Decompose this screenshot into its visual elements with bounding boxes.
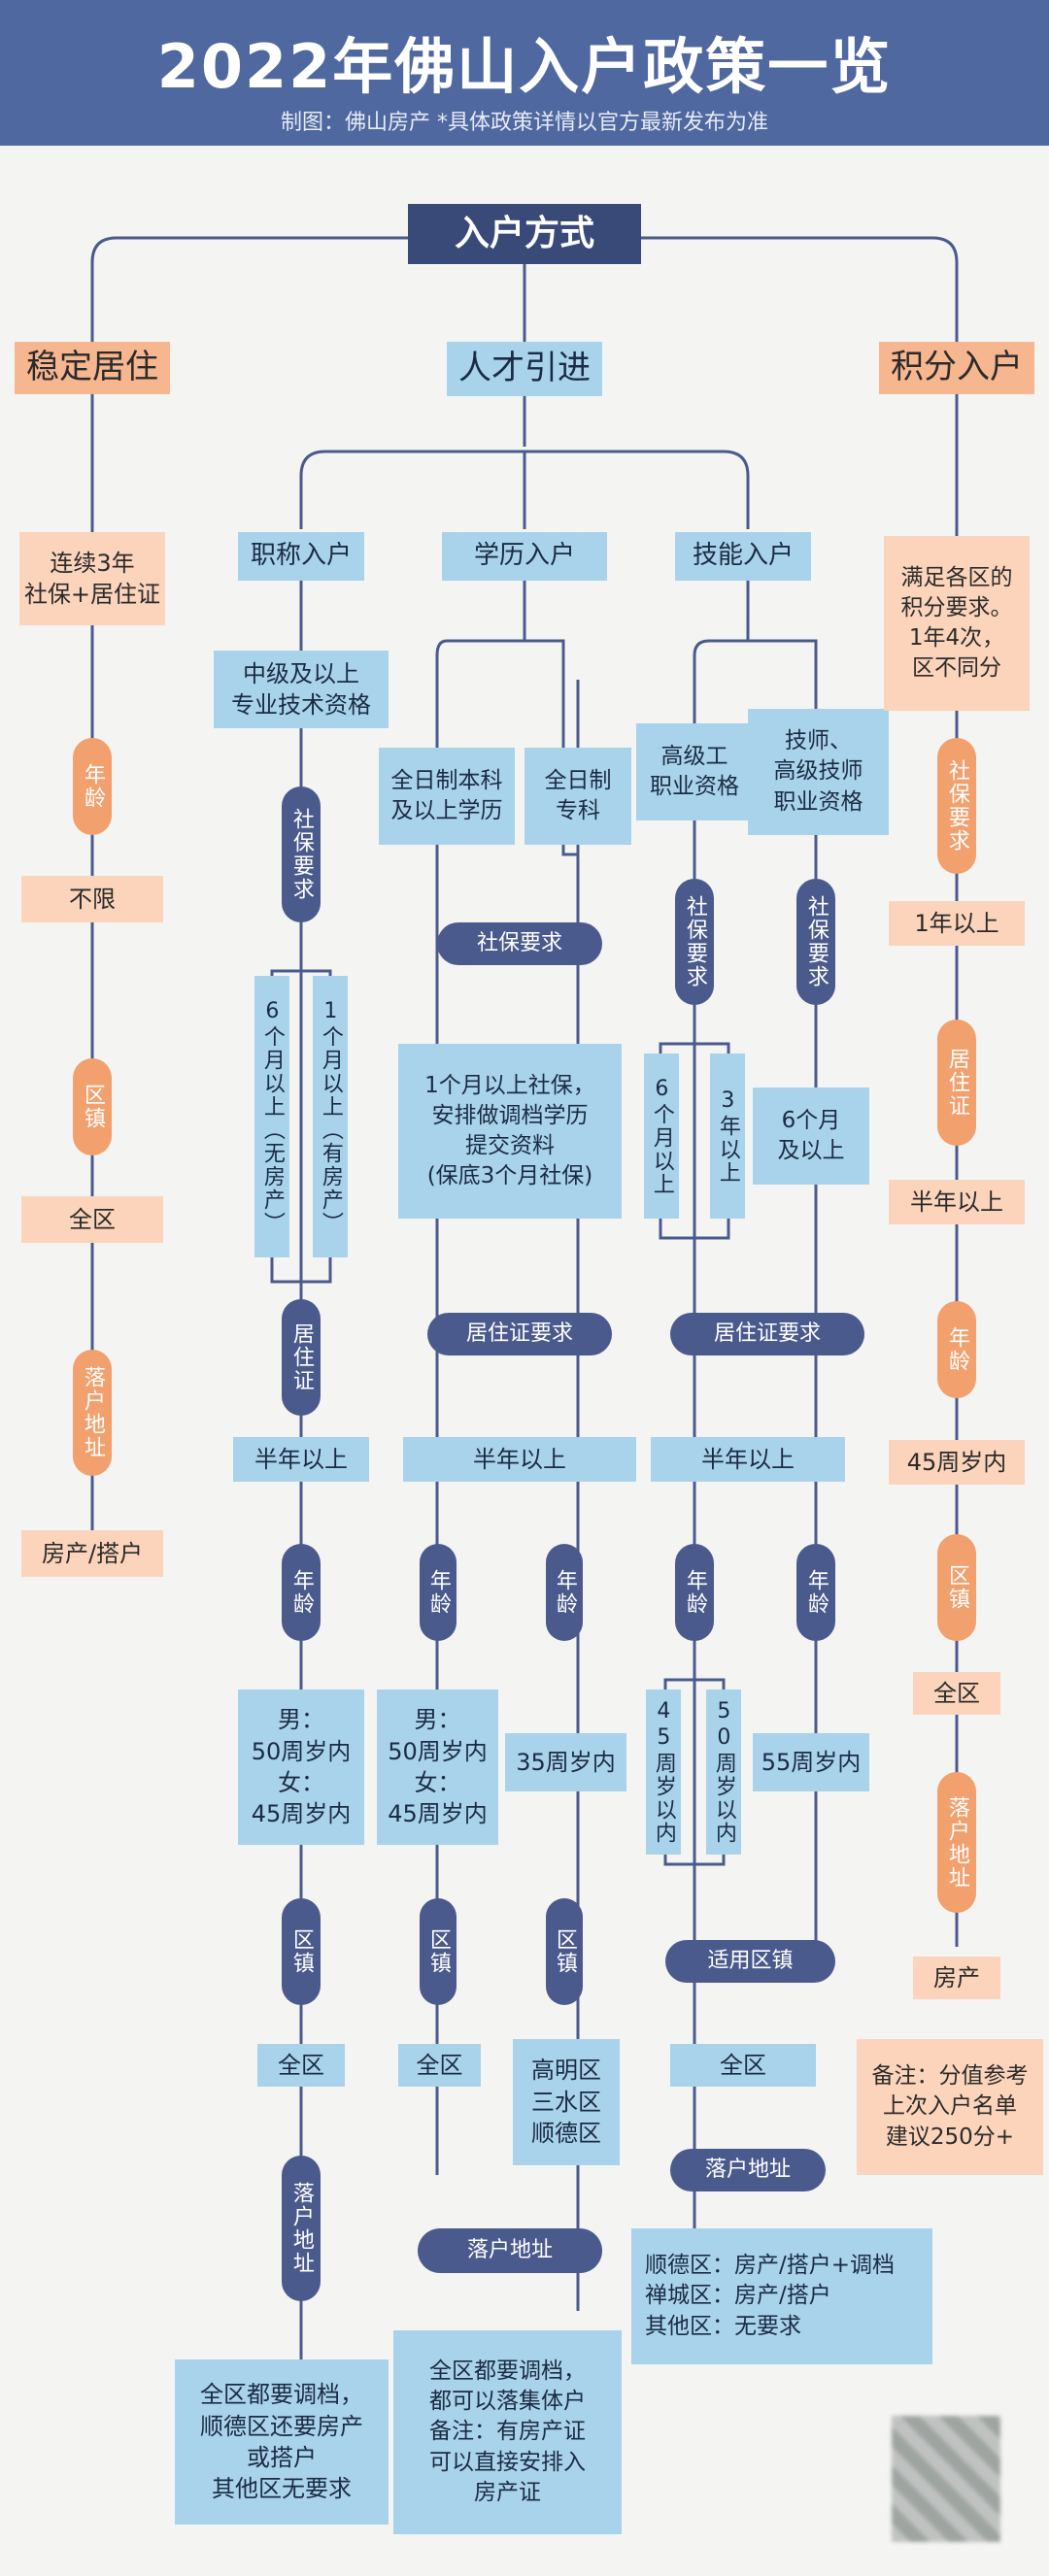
title-social-label: 社保要求 — [282, 786, 321, 922]
edu-qualification-b: 全日制 专科 — [524, 748, 631, 845]
skill-qualification-b: 技师、 高级技师 职业资格 — [748, 709, 889, 835]
skill-residence-label: 居住证要求 — [670, 1313, 864, 1355]
points-age: 45周岁内 — [889, 1440, 1025, 1485]
skill-district-label: 适用区镇 — [665, 1940, 835, 1983]
edu-address-label: 落户地址 — [418, 2228, 602, 2273]
edu-age-a: 男： 50周岁内 女： 45周岁内 — [377, 1689, 498, 1845]
skill-age-label-a: 年龄 — [675, 1544, 714, 1641]
edu-district-b: 高明区 三水区 顺德区 — [513, 2039, 620, 2165]
skill-qualification-a: 高级工 职业资格 — [636, 723, 753, 820]
points-note: 备注：分值参考 上次入户名单 建议250分+ — [857, 2039, 1043, 2175]
title-district: 全区 — [257, 2044, 345, 2087]
stable-address: 房产/搭户 — [21, 1530, 163, 1577]
title-age-label: 年龄 — [282, 1544, 321, 1641]
points-residence: 半年以上 — [889, 1180, 1025, 1224]
page-subtitle: 制图：佛山房产 *具体政策详情以官方最新发布为准 — [281, 111, 768, 135]
edu-district-label-a: 区镇 — [420, 1898, 457, 2005]
stable-age-label: 年龄 — [73, 738, 112, 835]
skill-district: 全区 — [670, 2044, 816, 2087]
stable-address-label: 落户地址 — [73, 1350, 112, 1476]
skill-residence: 半年以上 — [651, 1437, 845, 1482]
skill-social-b: 6个月 及以上 — [753, 1087, 869, 1185]
title-social-b: 1个月以上（有房产） — [313, 976, 348, 1257]
stable-requirement: 连续3年 社保+居住证 — [19, 532, 165, 625]
root-node: 入户方式 — [408, 204, 641, 264]
stable-age: 不限 — [21, 876, 163, 922]
title-age: 男： 50周岁内 女： 45周岁内 — [238, 1689, 364, 1845]
edu-qualification-a: 全日制本科 及以上学历 — [379, 748, 515, 845]
points-address: 房产 — [913, 1957, 1000, 1999]
category-points: 积分入户 — [879, 342, 1034, 394]
branch-education: 学历入户 — [442, 532, 607, 581]
points-age-label: 年龄 — [937, 1301, 976, 1398]
stable-district-label: 区镇 — [73, 1058, 112, 1155]
skill-social-a2: 3年以上 — [710, 1054, 745, 1219]
points-district-label: 区镇 — [937, 1534, 976, 1641]
points-address-label: 落户地址 — [937, 1772, 976, 1913]
title-social-a: 6个月以上（无房产） — [254, 976, 289, 1257]
skill-age-a2: 50周岁以内 — [706, 1689, 741, 1855]
title-district-label: 区镇 — [282, 1898, 321, 2005]
skill-age-b: 55周岁内 — [753, 1733, 869, 1791]
blurred-qr-code — [892, 2416, 1000, 2542]
title-residence-label: 居住证 — [282, 1299, 321, 1416]
edu-age-label-a: 年龄 — [420, 1544, 457, 1641]
page-title: 2022年佛山入户政策一览 — [156, 31, 893, 102]
points-requirement: 满足各区的 积分要求。 1年4次， 区不同分 — [884, 536, 1030, 711]
skill-social-a1: 6个月以上 — [644, 1054, 679, 1219]
edu-district-label-b: 区镇 — [546, 1898, 583, 2005]
edu-age-b: 35周岁内 — [505, 1733, 626, 1791]
title-residence: 半年以上 — [233, 1437, 369, 1482]
stable-district: 全区 — [21, 1196, 163, 1243]
skill-age-label-b: 年龄 — [796, 1544, 835, 1641]
points-residence-label: 居住证 — [937, 1020, 976, 1146]
category-talent: 人才引进 — [447, 342, 602, 396]
edu-residence-label: 居住证要求 — [427, 1313, 612, 1355]
edu-social-label: 社保要求 — [437, 922, 602, 965]
title-address-label: 落户地址 — [282, 2156, 321, 2301]
edu-age-label-b: 年龄 — [546, 1544, 583, 1641]
category-stable: 稳定居住 — [15, 342, 170, 394]
branch-title: 职称入户 — [238, 532, 364, 581]
points-social-label: 社保要求 — [937, 738, 976, 874]
edu-address: 全区都要调档， 都可以落集体户 备注：有房产证 可以直接安排入 房产证 — [393, 2330, 622, 2534]
skill-social-label-a: 社保要求 — [675, 879, 714, 1005]
skill-address: 顺德区：房产/搭户+调档 禅城区：房产/搭户 其他区：无要求 — [631, 2228, 932, 2364]
title-qualification: 中级及以上 专业技术资格 — [214, 651, 389, 728]
edu-social: 1个月以上社保， 安排做调档学历 提交资料 (保底3个月社保) — [398, 1044, 622, 1219]
skill-age-a1: 45周岁以内 — [646, 1689, 681, 1855]
edu-residence: 半年以上 — [403, 1437, 636, 1482]
skill-address-label: 落户地址 — [670, 2149, 826, 2191]
branch-skill: 技能入户 — [675, 532, 811, 581]
points-district: 全区 — [913, 1672, 1000, 1715]
skill-social-label-b: 社保要求 — [796, 879, 835, 1005]
points-social: 1年以上 — [889, 901, 1025, 946]
header-banner — [0, 0, 1049, 146]
edu-district-a: 全区 — [398, 2044, 481, 2087]
title-address: 全区都要调档， 顺德区还要房产 或搭户 其他区无要求 — [175, 2359, 389, 2525]
